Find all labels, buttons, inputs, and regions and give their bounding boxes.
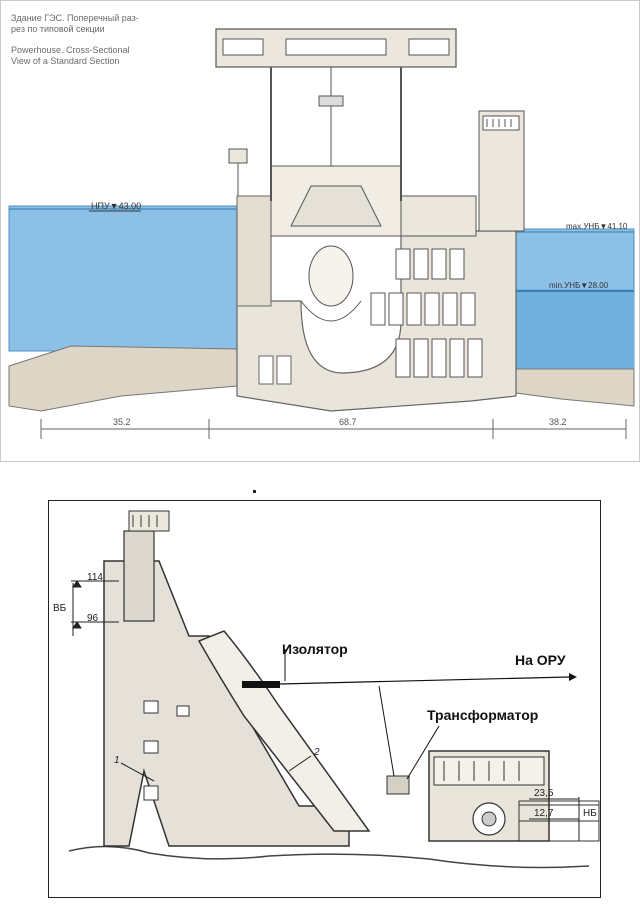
label-1: 1 <box>114 755 120 766</box>
level-96: 96 <box>87 613 99 624</box>
upstream-apron <box>8 345 238 412</box>
level-max-nb: max.УНБ▼41.10 <box>566 222 628 231</box>
level-npu: НПУ▼43.00 <box>91 201 141 211</box>
upstream-water <box>8 205 238 352</box>
label-insulator: Изолятор <box>282 641 348 657</box>
separator-dot <box>253 490 256 493</box>
hydropower-scheme-panel: 114 96 ВБ 23,5 12,7 НБ 1 2 Изолятор На О… <box>48 500 601 898</box>
dimension-line <box>40 419 627 439</box>
intake-structure <box>236 195 272 307</box>
line-to-oru <box>279 676 570 685</box>
label-to-oru: На ОРУ <box>515 652 566 668</box>
caption-en-line-1: Powerhouse. Cross-Sectional <box>11 45 130 55</box>
label-2: 2 <box>313 747 320 758</box>
level-12-7: 12,7 <box>534 808 554 819</box>
level-114: 114 <box>87 572 103 583</box>
penstock <box>197 630 371 832</box>
gallery-rooms <box>370 248 483 378</box>
label-transformer: Трансформатор <box>427 707 539 723</box>
hydropower-scheme-drawing: 114 96 ВБ 23,5 12,7 НБ 1 2 <box>53 510 600 869</box>
dim-left: 35.2 <box>113 417 131 427</box>
level-23-5: 23,5 <box>534 788 554 799</box>
dim-middle: 68.7 <box>339 417 357 427</box>
turbine-runner <box>308 245 354 307</box>
powerhouse-drawing: НПУ▼43.00 max.УНБ▼41.10 min.УНБ▼28.00 35… <box>8 28 635 439</box>
label-vb: ВБ <box>53 603 67 614</box>
insulator <box>242 681 280 688</box>
dim-right: 38.2 <box>549 417 567 427</box>
transformer-unit <box>386 775 410 795</box>
label-nb: НБ <box>583 808 597 819</box>
powerhouse-cross-section-panel: Здание ГЭС. Поперечный раз- рез по типов… <box>0 0 640 462</box>
caption-ru-line-1: Здание ГЭС. Поперечный раз- <box>11 13 139 23</box>
caption-en-line-2: View of a Standard Section <box>11 56 120 66</box>
caption-ru-line-2: рез по типовой секции <box>11 24 105 34</box>
downstream-apron <box>515 368 635 407</box>
right-gantry-crane <box>478 110 525 232</box>
level-min-nb: min.УНБ▼28.00 <box>549 281 609 290</box>
